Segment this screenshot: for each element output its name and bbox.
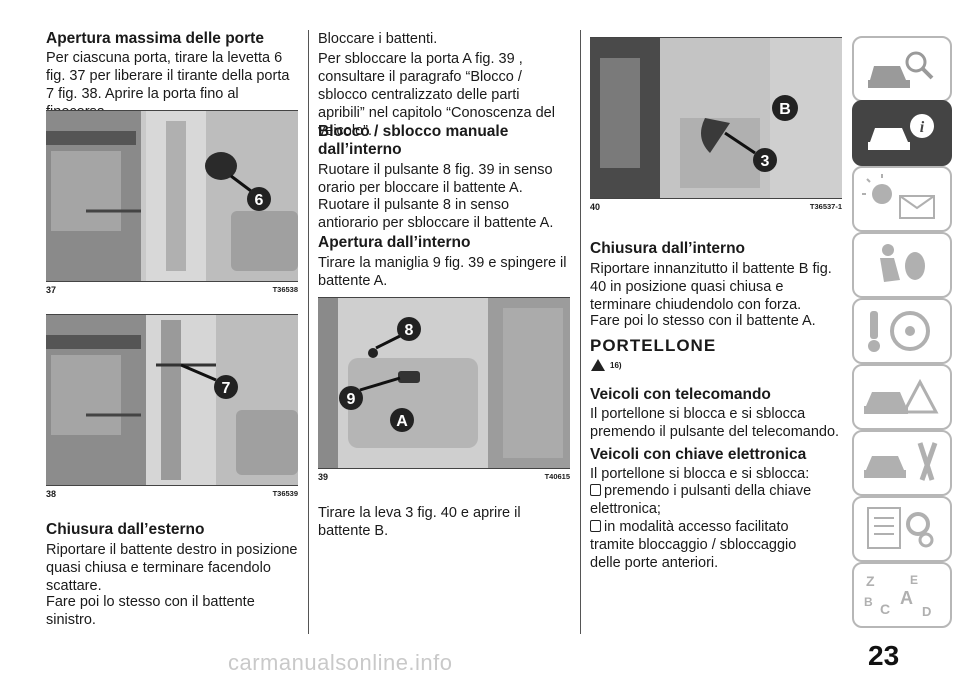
paragraph: Ruotare il pulsante 8 in senso antiorari… [318,197,554,231]
heading-telecomando: Veicoli con telecomando [590,386,771,403]
section-title-portellone: PORTELLONE [590,336,717,355]
figure-number: 39 [318,472,329,482]
bullet-item: in modalità accesso facilitato tramite b… [590,519,797,571]
settings-list-icon [867,507,934,549]
paragraph: Tirare la maniglia 9 fig. 39 e spingere … [318,255,567,289]
airbag-seat-icon [880,244,925,282]
svg-text:B: B [864,595,873,609]
heading-blocco-manuale: Blocco / sblocco manuale dall’interno [318,123,509,158]
tab-airbag-seat[interactable] [852,232,952,298]
warning-lights-icon [862,174,935,219]
callout-9: 9 [347,391,356,408]
car-info-icon: i [868,114,934,150]
paragraph: Per sbloccare la porta A fig. 39 , consu… [318,51,555,139]
figure-code: T36538 [272,285,298,294]
callout-3: 3 [761,153,770,170]
figure-39: 8 9 A 39 T40615 [318,297,570,482]
bullet-icon [590,484,601,496]
warning-ref-number: 16) [610,360,622,370]
heading-apertura-massima: Apertura massima delle porte [46,30,264,47]
tab-steering-key[interactable] [852,298,952,364]
door-strap-illustration: 7 [46,315,298,485]
steering-key-icon [868,311,930,352]
column-divider [308,30,309,634]
figure-number: 37 [46,285,57,295]
svg-text:A: A [900,588,913,608]
figure-number: 38 [46,489,57,499]
callout-A: A [396,413,408,430]
tab-car-tools[interactable] [852,430,952,496]
figure-37: 6 37 T36538 [46,110,298,295]
alphabet-index-icon: Z E B AC D [864,573,931,619]
figure-38: 7 38 T36539 [46,314,298,499]
paragraph: Ruotare il pulsante 8 fig. 39 in senso o… [318,162,553,196]
paragraph: Fare poi lo stesso con il battente A. [590,313,816,329]
tab-car-search[interactable] [852,36,952,102]
svg-text:i: i [920,119,925,136]
tab-car-breakdown[interactable] [852,364,952,430]
car-search-icon [868,51,934,88]
door-lever-b-illustration: 3 B [590,38,842,198]
paragraph: Per ciascuna porta, tirare la levetta 6 … [46,50,290,120]
column-divider [580,30,581,634]
callout-7: 7 [222,380,231,397]
figure-code: T36537-1 [809,202,842,211]
bullet-icon [590,520,601,532]
heading-apertura-interno: Apertura dall’interno [318,234,471,251]
svg-text:Z: Z [866,573,875,589]
svg-text:E: E [910,573,918,587]
tab-warning-lights[interactable] [852,166,952,232]
warning-triangle-icon [591,359,605,371]
figure-code: T40615 [544,472,570,481]
paragraph: Il portellone si blocca e si sblocca pre… [590,406,840,440]
svg-text:D: D [922,604,931,619]
figure-40: 3 B 40 T36537-1 [590,37,842,212]
tab-car-info[interactable]: i [852,100,952,166]
door-lever-illustration: 6 [46,111,298,281]
heading-chiusura-interno: Chiusura dall’interno [590,240,746,257]
warning-reference: 16) [590,358,622,372]
callout-8: 8 [405,322,414,339]
tab-settings-list[interactable] [852,496,952,562]
paragraph: Il portellone si blocca e si sblocca: [590,466,810,482]
footer-watermark: carmanualsonline.info [228,650,453,675]
car-breakdown-icon [864,378,939,414]
heading-chiave-elettronica: Veicoli con chiave elettronica [590,446,807,463]
rear-door-interior-illustration: 8 9 A [318,298,570,468]
car-tools-icon [864,442,938,481]
paragraph: Tirare la leva 3 fig. 40 e aprire il bat… [318,505,521,539]
paragraph: Fare poi lo stesso con il battente sinis… [46,594,255,628]
callout-6: 6 [255,192,264,209]
svg-text:C: C [880,601,890,617]
callout-B: B [779,101,791,118]
page-number: 23 [868,640,900,671]
figure-code: T36539 [272,489,298,498]
bullet-item: premendo i pulsanti della chiave elettro… [590,483,812,517]
paragraph: Riportare il battente destro in posizion… [46,542,298,594]
paragraph: Bloccare i battenti. [318,31,438,47]
heading-chiusura-esterno: Chiusura dall’esterno [46,521,205,538]
figure-number: 40 [590,202,601,212]
paragraph: Riportare innanzitutto il battente B fig… [590,261,832,313]
